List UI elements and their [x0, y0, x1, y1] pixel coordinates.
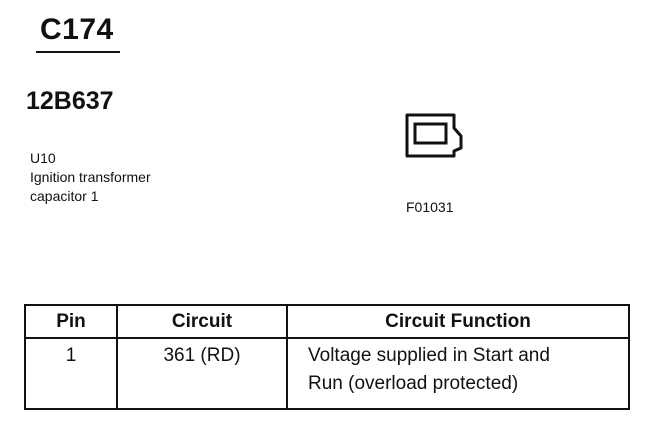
- function-line1: Voltage supplied in Start and: [308, 345, 550, 366]
- component-name-line1: Ignition transformer: [30, 169, 151, 185]
- table-row: 1 361 (RD) Voltage supplied in Start and…: [24, 337, 630, 410]
- header-circuit: Circuit: [116, 304, 288, 339]
- component-name-line2: capacitor 1: [30, 188, 99, 204]
- function-line2: Run (overload protected): [308, 373, 519, 394]
- header-pin: Pin: [24, 304, 118, 339]
- pin-table: Pin Circuit Circuit Function 1 361 (RD) …: [24, 304, 630, 410]
- component-description: U10 Ignition transformer capacitor 1: [30, 149, 151, 206]
- cell-circuit: 361 (RD): [116, 337, 288, 410]
- cell-pin: 1: [24, 337, 118, 410]
- part-number: 12B637: [26, 87, 114, 115]
- connector-outline-icon: [405, 113, 463, 158]
- table-header-row: Pin Circuit Circuit Function: [24, 304, 630, 339]
- header-circuit-function: Circuit Function: [286, 304, 630, 339]
- figure-code: F01031: [406, 199, 454, 215]
- connector-id: C174: [40, 13, 114, 46]
- title-underline: [36, 51, 120, 53]
- cell-circuit-function: Voltage supplied in Start and Run (overl…: [286, 337, 630, 410]
- component-code: U10: [30, 150, 56, 166]
